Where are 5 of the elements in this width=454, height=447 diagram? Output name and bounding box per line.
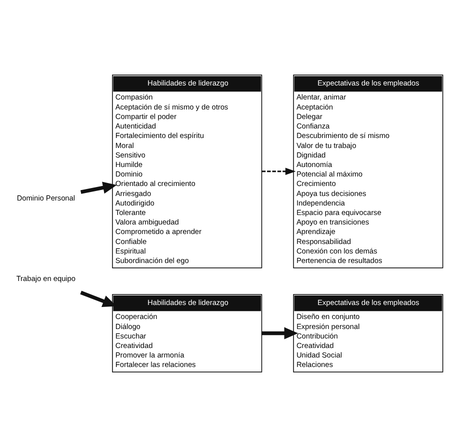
node-text: Trabajo en equipo [16,274,76,284]
node-text: Dominio Personal [16,194,76,203]
arrow [80,182,117,194]
arrow [262,168,296,176]
arrow [262,327,298,340]
